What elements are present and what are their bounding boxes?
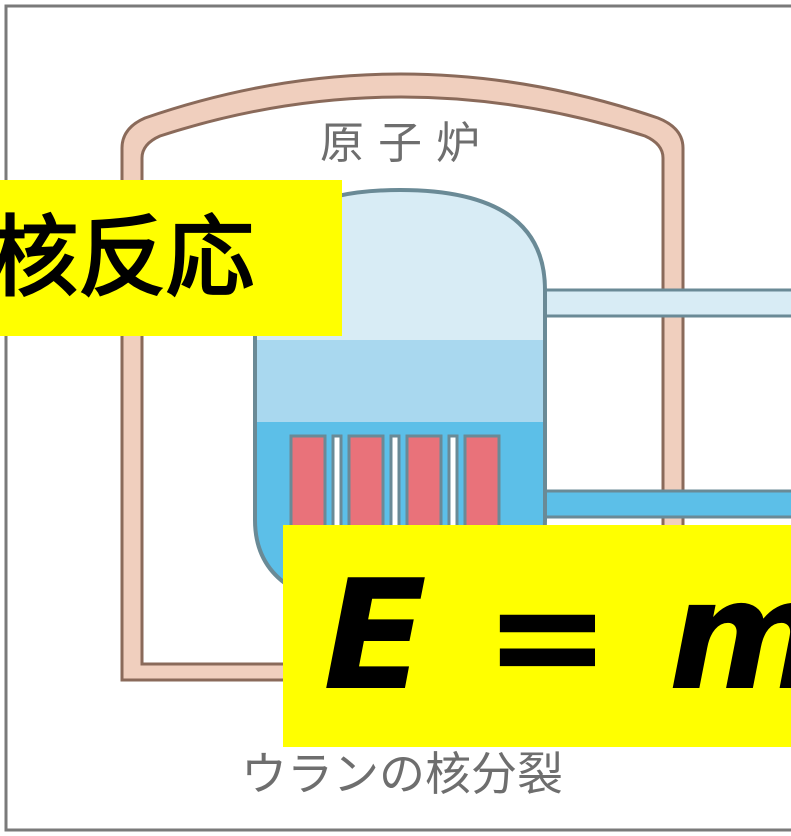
water-pipe [538,489,791,519]
equation-label: E = m [283,525,791,747]
reactor-label: 原 子 炉 [320,118,480,169]
steam-pipe [538,288,791,318]
diagram-caption: ウランの核分裂 [241,747,563,801]
vessel-water-upper [255,340,545,422]
nuclear-reaction-label: 核反応 [0,180,342,336]
